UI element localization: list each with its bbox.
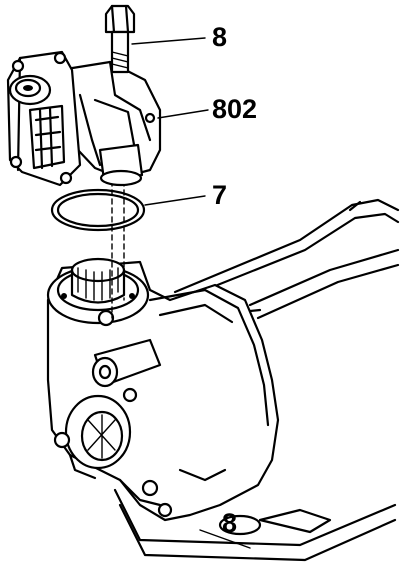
mounting-bolt [104,4,136,74]
callout-8: 8 [131,22,227,52]
callout-802: 802 [157,94,257,124]
gear-housing: 8 [46,260,280,538]
lower-bracket [113,488,397,562]
callout-label-802: 802 [212,94,257,124]
callout-label-8: 8 [212,22,227,52]
o-ring-seal [50,188,146,232]
callout-7: 7 [144,180,227,210]
mounting-pad [46,257,150,327]
callout-label-7: 7 [212,180,227,210]
adapter-housing [6,50,162,187]
